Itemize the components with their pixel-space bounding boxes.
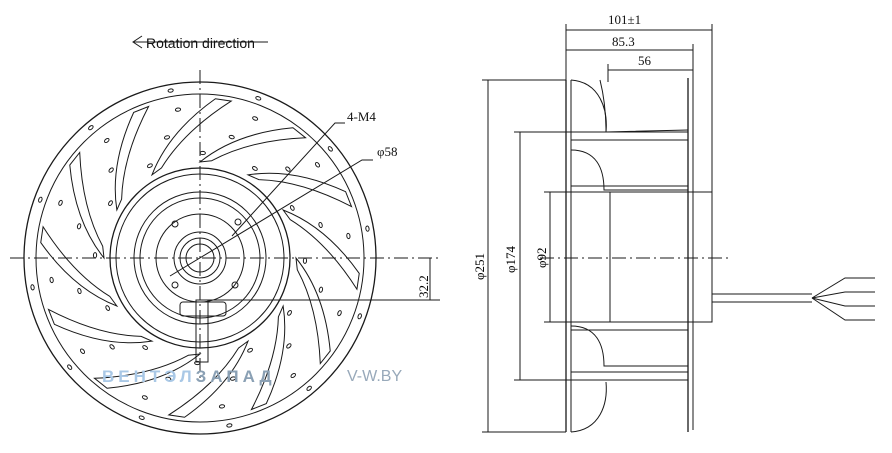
hub-diameter-label: φ58 bbox=[377, 144, 398, 159]
perforation-dot bbox=[30, 284, 35, 291]
impeller-blade bbox=[167, 339, 250, 418]
rotation-arrow-icon bbox=[132, 35, 268, 49]
front-view bbox=[10, 70, 440, 435]
perforation-dot bbox=[138, 415, 145, 420]
perforation-dot bbox=[365, 225, 370, 232]
perforation-dot bbox=[142, 345, 148, 350]
perforation-dot bbox=[285, 166, 291, 172]
inlet-diameter-dimension: φ174 bbox=[503, 245, 518, 273]
side-view bbox=[482, 24, 875, 433]
impeller-blade bbox=[93, 353, 202, 389]
impeller-blade bbox=[114, 105, 150, 212]
perforation-dot bbox=[289, 205, 295, 211]
perforation-dot bbox=[108, 167, 114, 173]
perforation-dot bbox=[286, 343, 292, 349]
impeller-blade bbox=[250, 304, 286, 411]
perforation-dot bbox=[252, 166, 258, 171]
perforation-dot bbox=[194, 360, 201, 366]
hub-diameter-dimension: φ92 bbox=[534, 247, 549, 268]
overall-length-dimension: 101±1 bbox=[608, 12, 642, 27]
perforation-dot bbox=[314, 161, 321, 168]
mount-thread-label: 4-M4 bbox=[347, 109, 376, 124]
perforation-dot bbox=[302, 257, 308, 264]
perforation-dot bbox=[58, 199, 63, 206]
perforation-dot bbox=[255, 96, 262, 101]
perforation-dot bbox=[318, 286, 324, 293]
perforation-dot bbox=[337, 310, 342, 317]
perforation-dot bbox=[327, 146, 333, 152]
perforation-dot bbox=[141, 395, 148, 400]
perforation-dot bbox=[103, 137, 110, 144]
perforation-dot bbox=[163, 135, 171, 140]
perforation-dot bbox=[229, 376, 237, 381]
perforation-dot bbox=[147, 163, 153, 169]
perforation-dot bbox=[357, 313, 362, 320]
perforation-dot bbox=[105, 305, 111, 311]
brand-watermark-part2: ЗАПАД bbox=[195, 367, 276, 386]
perforation-dot bbox=[76, 223, 82, 230]
impeller-blade bbox=[40, 225, 119, 308]
perforation-dot bbox=[165, 376, 172, 382]
impeller-blade bbox=[69, 151, 105, 260]
impeller-blade bbox=[281, 208, 360, 291]
impeller-blade bbox=[295, 256, 331, 365]
perforation-dot bbox=[79, 348, 86, 355]
impeller-blade bbox=[198, 127, 307, 163]
perforation-dot bbox=[109, 344, 115, 350]
perforation-dot bbox=[67, 364, 73, 370]
perforation-dot bbox=[108, 200, 113, 206]
impeller-blade bbox=[150, 98, 233, 177]
perforation-dot bbox=[287, 310, 292, 316]
impeller-blade bbox=[47, 308, 154, 344]
perforation-dot bbox=[199, 150, 206, 156]
impeller-diameter-dimension: φ251 bbox=[472, 252, 487, 280]
brand-watermark: ВЕНТЭЛЗАПАД bbox=[102, 367, 276, 387]
perforation-dot bbox=[228, 134, 235, 140]
brand-watermark-part1: ВЕНТЭЛ bbox=[102, 367, 196, 386]
motor-length-dimension: 56 bbox=[638, 53, 651, 68]
perforation-dot bbox=[290, 372, 297, 379]
offset-dimension: 32.2 bbox=[416, 275, 431, 298]
perforation-dot bbox=[226, 423, 233, 428]
perforation-dot bbox=[218, 404, 226, 409]
perforation-dot bbox=[346, 232, 351, 240]
site-watermark: V-W.BY bbox=[347, 368, 403, 385]
perforation-dot bbox=[77, 287, 82, 295]
perforation-dot bbox=[92, 252, 98, 259]
perforation-dot bbox=[88, 125, 94, 131]
perforation-dot bbox=[306, 385, 312, 391]
housing-length-dimension: 85.3 bbox=[612, 34, 635, 49]
perforation-dot bbox=[167, 88, 174, 93]
perforation-dot bbox=[318, 221, 323, 229]
perforation-dot bbox=[174, 107, 182, 112]
perforation-dot bbox=[252, 116, 259, 121]
perforation-dot bbox=[38, 196, 43, 203]
rotation-direction-label: Rotation direction bbox=[146, 35, 255, 51]
perforation-dot bbox=[49, 276, 54, 284]
perforation-dot bbox=[247, 347, 253, 353]
